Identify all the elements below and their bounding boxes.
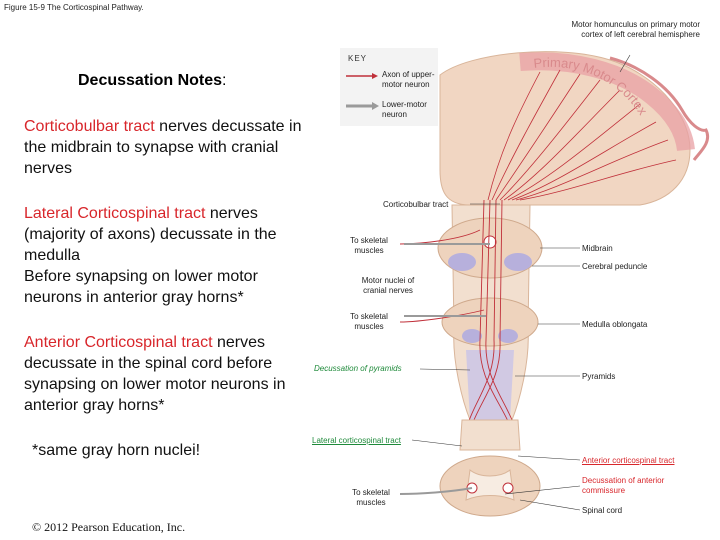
notes-heading: Decussation Notes: — [78, 72, 227, 90]
decussation-pyramids-label: Decussation of pyramids — [314, 364, 402, 373]
medulla-pyramid-right — [498, 329, 518, 343]
anterior-horn-right — [502, 482, 514, 494]
note-lateral-line2: Before synapsing on lower motor neurons … — [24, 268, 258, 306]
corticobulbar-tract-label: Corticobulbar tract — [383, 200, 449, 209]
homunculus-outline — [609, 56, 709, 161]
key-title: KEY — [348, 54, 368, 63]
motor-cortex-strip — [519, 52, 695, 152]
key-lower-arrowhead — [372, 102, 379, 110]
note-footnote: *same gray horn nuclei! — [32, 442, 201, 459]
key-upper-arrowhead — [372, 73, 378, 79]
leader-lines — [411, 54, 631, 511]
medulla-pyramid-left — [462, 329, 482, 343]
spinal-cord-upper — [459, 419, 521, 451]
pyramids-label: Pyramids — [582, 372, 616, 381]
cerebral-peduncle-left — [448, 253, 476, 271]
key-lower-label: Lower-motor neuron — [382, 100, 427, 119]
gray-matter — [465, 469, 515, 501]
notes-heading-text: Decussation Notes — [78, 72, 223, 89]
pyramids-column — [466, 350, 514, 420]
medulla-label: Medulla oblongata — [582, 320, 648, 329]
note-lateral: Lateral Corticospinal tract nerves (majo… — [24, 203, 296, 308]
key-upper-label: Axon of upper-motor neuron — [382, 70, 435, 89]
cerebral-peduncle-right — [504, 253, 532, 271]
to-skeletal-muscles-3: To skeletal muscles — [352, 488, 390, 507]
notes-heading-colon: : — [222, 72, 227, 89]
figure-title: Figure 15-9 The Corticospinal Pathway. — [4, 3, 144, 12]
note-lateral-term: Lateral Corticospinal tract — [24, 205, 206, 222]
cortex-fibers — [487, 69, 677, 201]
copyright: © 2012 Pearson Education, Inc. — [32, 520, 186, 534]
key-box — [340, 48, 438, 126]
note-lateral-text: nerves (majority of axons) decussate in … — [24, 205, 277, 264]
lower-motor-axon-1 — [399, 487, 473, 495]
note-anterior-text: nerves decussate in the spinal cord befo… — [24, 334, 286, 414]
primary-motor-cortex-label: Primary Motor Cortex — [533, 55, 651, 118]
note-corticobulbar: Corticobulbar tract nerves decussate in … — [24, 116, 324, 179]
spinal-cord-label: Spinal cord — [582, 506, 623, 515]
note-anterior-term: Anterior Corticospinal tract — [24, 334, 213, 351]
decussation-anterior-label: Decussation of anterior commissure — [582, 476, 665, 495]
anterior-tract-label: Anterior corticospinal tract — [582, 456, 675, 465]
cerebral-peduncle-label: Cerebral peduncle — [582, 262, 648, 271]
midbrain-label: Midbrain — [582, 244, 613, 253]
note-corticobulbar-text: nerves decussate in the midbrain to syna… — [24, 118, 302, 177]
homunculus-label: Motor homunculus on primary motor cortex… — [571, 20, 701, 39]
note-corticobulbar-term: Corticobulbar tract — [24, 118, 155, 135]
motor-nuclei-label: Motor nuclei of cranial nerves — [361, 276, 415, 295]
to-skeletal-muscles-2: To skeletal muscles — [350, 312, 388, 331]
lateral-tract-label: Lateral corticospinal tract — [312, 436, 401, 445]
to-skeletal-muscles-1: To skeletal muscles — [350, 236, 388, 255]
note-anterior: Anterior Corticospinal tract nerves decu… — [24, 332, 306, 416]
